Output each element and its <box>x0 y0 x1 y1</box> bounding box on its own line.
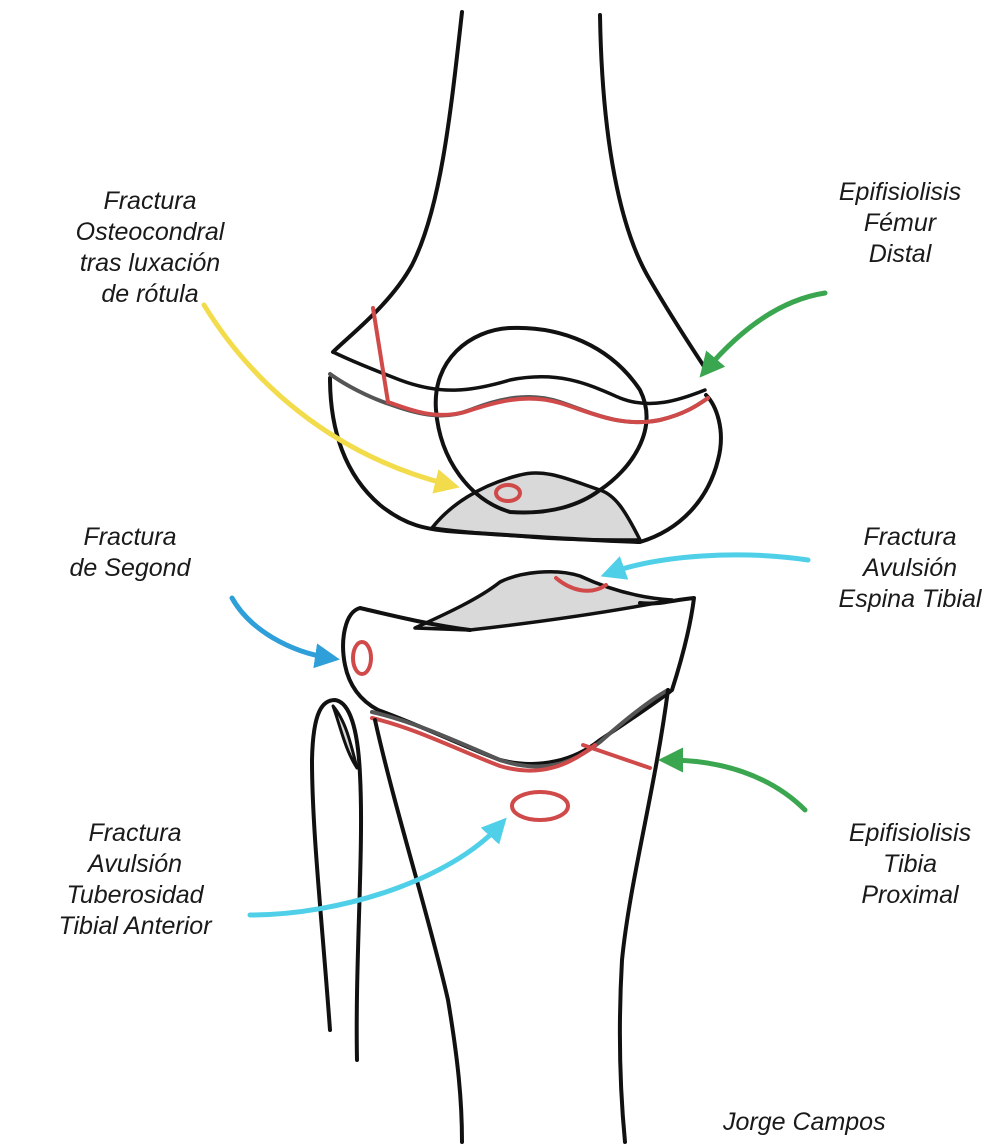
tibia-shaft-left-outline <box>375 720 462 1142</box>
femur-shaft-right-outline <box>600 15 705 368</box>
femur-metaphyseal-fracture-line <box>373 308 388 402</box>
label-fractura-tuberosidad: Fractura Avulsión Tuberosidad Tibial Ant… <box>20 818 250 942</box>
tibia <box>343 572 694 1142</box>
label-line: Fractura <box>820 522 999 553</box>
fibula <box>312 700 361 1060</box>
label-line: Fractura <box>10 186 290 217</box>
label-line: Avulsión <box>820 553 999 584</box>
femur-shaft-left-outline <box>333 12 462 352</box>
label-line: tras luxación <box>10 248 290 279</box>
arrow-epifisiolisis-tibia <box>668 760 805 810</box>
label-fractura-espina-tibial: Fractura Avulsión Espina Tibial <box>820 522 999 615</box>
label-line: Distal <box>820 239 980 270</box>
label-fractura-segond: Fractura de Segond <box>40 522 220 584</box>
label-line: Epifisiolisis <box>830 818 990 849</box>
label-line: Tibia <box>830 849 990 880</box>
label-line: Fractura <box>20 818 250 849</box>
fibula-head-cartilage <box>333 706 357 768</box>
label-line: Proximal <box>830 880 990 911</box>
label-line: de Segond <box>40 553 220 584</box>
label-line: Fémur <box>820 208 980 239</box>
label-epifisiolisis-femur: Epifisiolisis Fémur Distal <box>820 177 980 270</box>
tibia-physeal-fracture-line <box>372 718 595 771</box>
arrow-segond <box>232 598 330 658</box>
label-line: Tibial Anterior <box>20 911 250 942</box>
arrow-tuberosidad <box>250 825 500 915</box>
label-line: Fractura <box>40 522 220 553</box>
author-signature: Jorge Campos <box>723 1108 886 1137</box>
arrow-epifisiolisis-femur <box>706 293 825 370</box>
label-line: Avulsión <box>20 849 250 880</box>
label-line: Espina Tibial <box>820 584 999 615</box>
tibia-shaft-right-outline <box>620 690 668 1142</box>
label-line: de rótula <box>10 279 290 310</box>
segond-fragment <box>353 642 371 674</box>
label-line: Epifisiolisis <box>820 177 980 208</box>
label-line: Tuberosidad <box>20 880 250 911</box>
label-line: Osteocondral <box>10 217 290 248</box>
arrow-espina-tibial <box>610 555 808 573</box>
label-epifisiolisis-tibia: Epifisiolisis Tibia Proximal <box>830 818 990 911</box>
tibial-plateau-cartilage <box>415 572 672 630</box>
label-fractura-osteocondral: Fractura Osteocondral tras luxación de r… <box>10 186 290 310</box>
tibial-tuberosity-fragment <box>512 792 568 820</box>
arrow-osteocondral <box>204 305 450 485</box>
tibia-metaphyseal-fracture-line <box>583 745 650 768</box>
tibia-physis-line <box>372 690 668 767</box>
